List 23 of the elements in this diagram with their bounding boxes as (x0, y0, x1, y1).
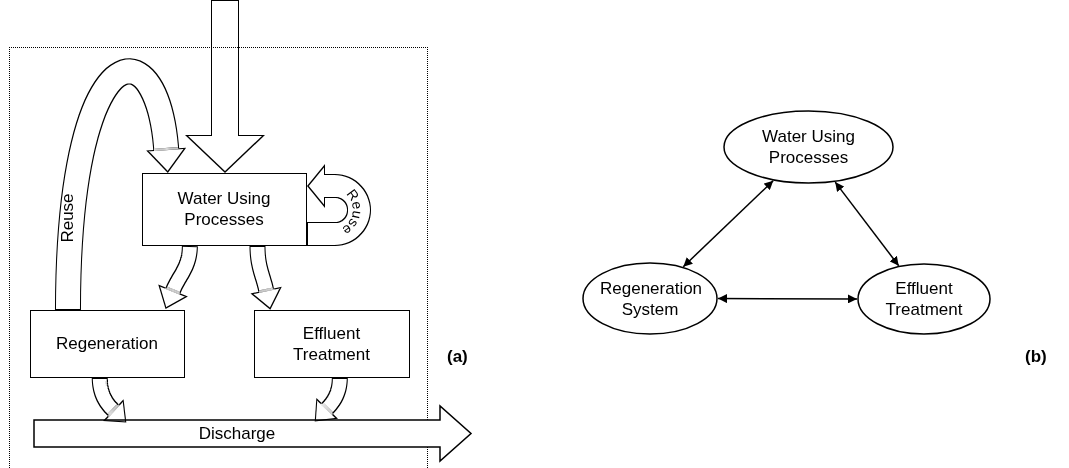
node-label: Regeneration (55, 333, 159, 354)
system-boundary (9, 47, 428, 468)
panel-label: (b) (1025, 347, 1047, 367)
double-arrow (682, 179, 774, 268)
node-label: Water Using Processes (761, 126, 856, 168)
panel-label: (a) (447, 347, 468, 367)
node-label: Water Using Processes (176, 188, 272, 230)
process-ellipse (857, 263, 991, 335)
process-box (253, 309, 410, 378)
node-label: Effluent Treatment (292, 322, 371, 365)
process-box (29, 309, 185, 378)
process-box (141, 172, 307, 246)
discharge-arrow (34, 405, 472, 462)
node-label: Effluent Treatment (884, 278, 964, 320)
block-arrow (54, 58, 187, 311)
double-arrow (834, 181, 900, 267)
edge-label: Reuse (59, 193, 77, 243)
node-label: Regeneration System (600, 277, 700, 320)
double-arrow (717, 294, 858, 304)
process-ellipse (582, 262, 718, 335)
block-arrow (185, 0, 265, 173)
process-ellipse (723, 110, 894, 184)
node-label: Discharge (198, 423, 276, 444)
